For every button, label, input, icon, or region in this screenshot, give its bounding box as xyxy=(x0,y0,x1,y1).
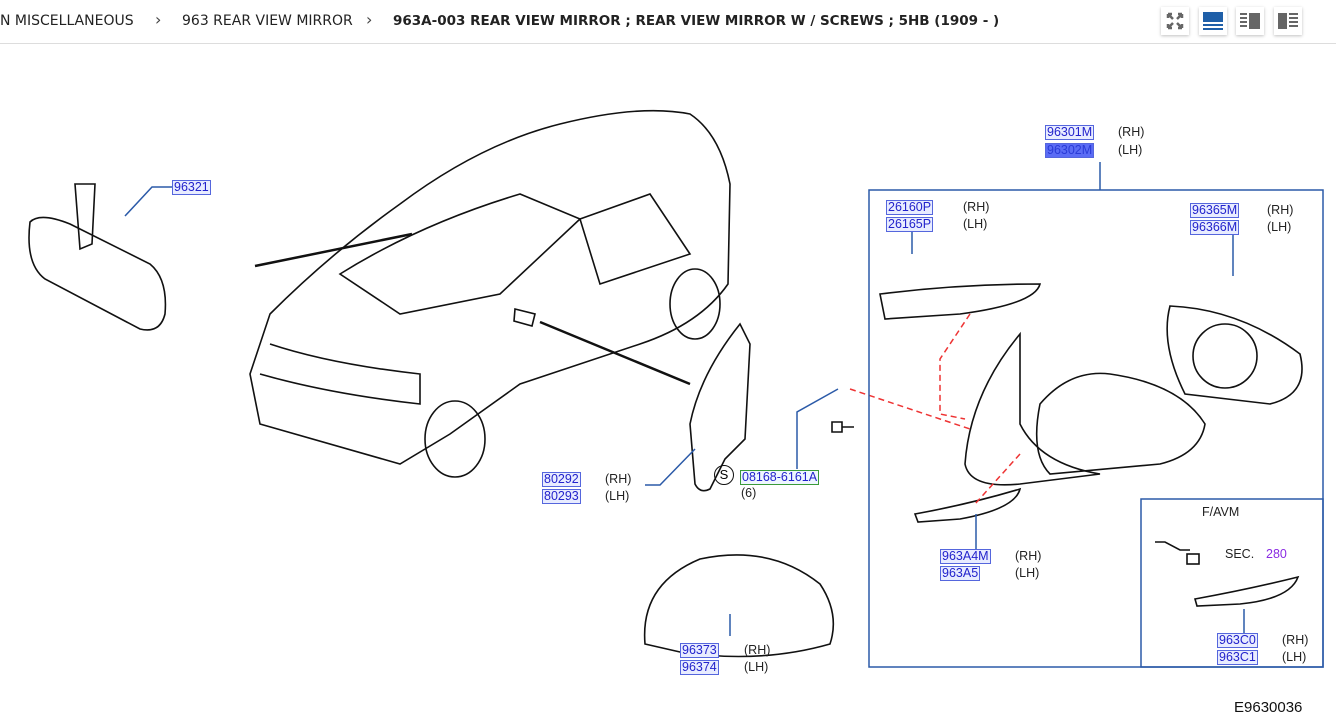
part-link-96374[interactable]: 96374 xyxy=(680,660,719,675)
side-label: (RH) xyxy=(744,643,771,657)
side-label: (LH) xyxy=(1282,650,1307,664)
view-split-right-icon xyxy=(1240,13,1260,29)
side-label: (RH) xyxy=(1118,125,1145,139)
part-link-963c0[interactable]: 963C0 xyxy=(1217,633,1258,648)
quantity-label: (6) xyxy=(741,486,757,500)
breadcrumb-bar: N MISCELLANEOUS › 963 REAR VIEW MIRROR ›… xyxy=(0,0,1336,44)
favm-label: F/AVM xyxy=(1202,505,1240,519)
part-link-96302m-selected[interactable]: 96302M xyxy=(1045,143,1095,158)
part-link-26165p[interactable]: 26165P xyxy=(886,217,934,232)
fullscreen-icon xyxy=(1166,12,1184,30)
chevron-right-icon: › xyxy=(366,10,373,29)
side-label: (RH) xyxy=(605,472,632,486)
fullscreen-button[interactable] xyxy=(1161,7,1189,35)
part-link-96365m[interactable]: 96365M xyxy=(1190,203,1240,218)
part-link-963a4m[interactable]: 963A4M xyxy=(940,549,991,564)
part-link-96301m[interactable]: 96301M xyxy=(1045,125,1095,140)
breadcrumb-current: 963A-003 REAR VIEW MIRROR ; REAR VIEW MI… xyxy=(393,13,1000,29)
section-label: SEC. xyxy=(1225,547,1255,561)
side-label: (LH) xyxy=(1015,566,1040,580)
breadcrumb-item[interactable]: 963 REAR VIEW MIRROR xyxy=(182,13,353,29)
mirror-cover-drawing xyxy=(643,554,835,658)
view-split-left-button[interactable] xyxy=(1274,7,1302,35)
standard-part-mark: S xyxy=(714,465,734,485)
inner-mirror-drawing xyxy=(28,216,167,331)
side-label: (RH) xyxy=(1267,203,1294,217)
side-label: (LH) xyxy=(1118,143,1143,157)
part-link-96321[interactable]: 96321 xyxy=(172,180,211,195)
part-link-96373[interactable]: 96373 xyxy=(680,643,719,658)
parts-diagram: 96321 96301M (RH) 96302M (LH) 26160P (RH… xyxy=(0,44,1336,723)
part-link-963c1[interactable]: 963C1 xyxy=(1217,650,1258,665)
diagram-drawing xyxy=(28,109,1324,668)
view-split-right-button[interactable] xyxy=(1236,7,1264,35)
part-link-26160p[interactable]: 26160P xyxy=(886,200,934,215)
part-link-08168-6161a[interactable]: 08168-6161A xyxy=(740,470,820,485)
side-label: (RH) xyxy=(963,200,990,214)
diagram-id: E9630036 xyxy=(1234,699,1303,716)
side-label: (LH) xyxy=(963,217,988,231)
side-label: (RH) xyxy=(1282,633,1309,647)
part-link-80293[interactable]: 80293 xyxy=(542,489,581,504)
part-link-80292[interactable]: 80292 xyxy=(542,472,581,487)
view-diagram-only-icon xyxy=(1203,12,1223,30)
side-label: (LH) xyxy=(605,489,630,503)
view-split-left-icon xyxy=(1278,13,1298,29)
part-link-96366m[interactable]: 96366M xyxy=(1190,220,1240,235)
side-label: (LH) xyxy=(744,660,769,674)
side-label: (LH) xyxy=(1267,220,1292,234)
breadcrumb-item[interactable]: N MISCELLANEOUS xyxy=(0,13,134,29)
view-diagram-only-button[interactable] xyxy=(1199,7,1227,35)
chevron-right-icon: › xyxy=(155,10,162,29)
section-link-280[interactable]: 280 xyxy=(1266,547,1287,561)
part-link-963a5[interactable]: 963A5 xyxy=(940,566,981,581)
car-drawing xyxy=(249,109,731,465)
side-label: (RH) xyxy=(1015,549,1042,563)
